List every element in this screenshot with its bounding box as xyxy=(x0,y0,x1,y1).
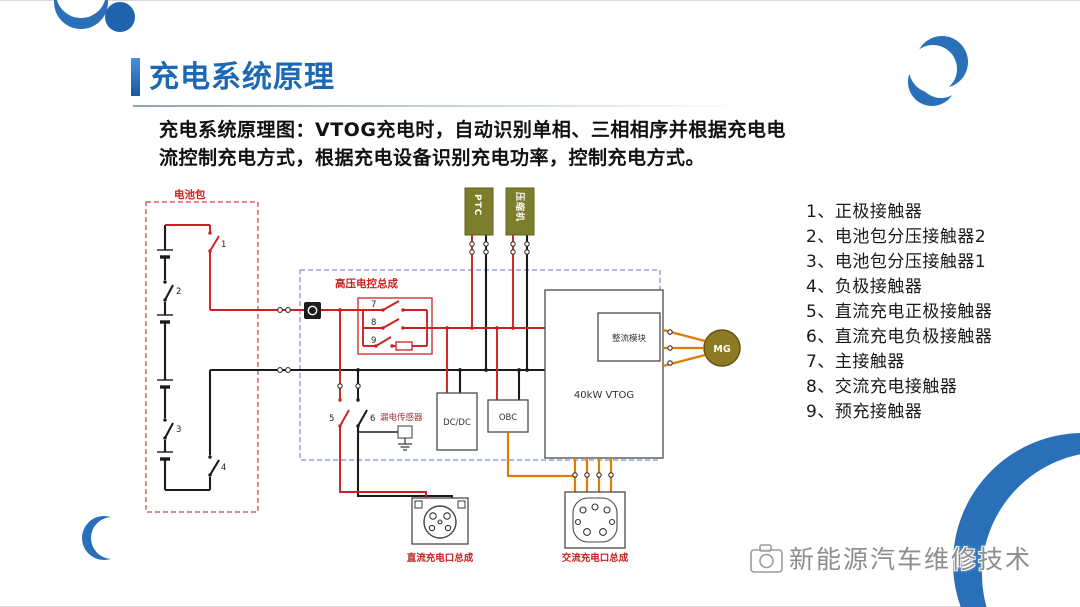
battery-cells xyxy=(157,249,173,461)
top-left-dot xyxy=(105,2,135,32)
compressor-box xyxy=(505,187,535,236)
hv-controller-box xyxy=(299,269,661,461)
motor-label: MG xyxy=(713,344,730,355)
contactor-number-2: 2 xyxy=(176,287,181,297)
contactor-number-7: 7 xyxy=(371,300,376,310)
black-wiring xyxy=(163,225,545,498)
description-line1-rest: VTOG充电时，自动识别单相、三相相序并根据充电电 xyxy=(315,119,786,141)
contactor-box xyxy=(357,297,433,355)
contactor-number-1: 1 xyxy=(221,240,226,250)
watermark: 新能源汽车维修技术 xyxy=(748,540,1032,576)
bottom-left-crescent xyxy=(82,516,133,560)
ac-charge-port-label: 交流充电口总成 xyxy=(562,552,629,564)
legend-item-7: 7、主接触器 xyxy=(806,352,905,372)
dc-charge-port-label: 直流充电口总成 xyxy=(407,552,474,564)
page-title: 充电系统原理 xyxy=(149,60,335,95)
ptc-label: PTC xyxy=(472,194,482,216)
battery-pack-box xyxy=(145,201,259,513)
camera-icon xyxy=(750,544,783,573)
contactor-number-3: 3 xyxy=(176,425,181,435)
legend-item-8: 8、交流充电接触器 xyxy=(806,377,958,397)
legend: 1、正极接触器 2、电池包分压接触器2 3、电池包分压接触器1 4、负极接触器 … xyxy=(806,200,992,425)
top-right-crescents xyxy=(908,36,968,106)
ptc-box xyxy=(464,187,494,236)
contactor-numbers: 1 2 3 4 5 6 7 8 9 xyxy=(176,240,376,473)
obc-box xyxy=(487,399,529,433)
vtog-label: 40kW VTOG xyxy=(574,390,634,401)
bottom-right-crescent xyxy=(953,433,1080,607)
legend-item-4: 4、负极接触器 xyxy=(806,277,923,297)
legend-item-2: 2、电池包分压接触器2 xyxy=(806,227,987,247)
description-prefix: 充电系统原理图： xyxy=(159,119,316,141)
red-wiring xyxy=(165,224,545,498)
hv-controller-label: 高压电控总成 xyxy=(335,277,398,290)
leak-sensor-label: 漏电传感器 xyxy=(380,412,423,423)
legend-item-1: 1、正极接触器 xyxy=(806,202,923,222)
title-accent-bar xyxy=(131,58,140,96)
contactor-number-9: 9 xyxy=(371,336,376,346)
contactor-number-8: 8 xyxy=(371,318,376,328)
battery-pack-label: 电池包 xyxy=(174,188,206,201)
dcdc-box xyxy=(436,392,478,451)
description-line1: 充电系统原理图：VTOG充电时，自动识别单相、三相相序并根据充电电 xyxy=(159,119,786,141)
contactor-number-5: 5 xyxy=(329,414,334,424)
contactor-number-4: 4 xyxy=(221,463,226,473)
top-left-crescent xyxy=(54,0,108,29)
description: 充电系统原理图：VTOG充电时，自动识别单相、三相相序并根据充电电流控制充电方式… xyxy=(159,116,904,172)
current-sensor xyxy=(304,302,321,319)
junction-dots xyxy=(163,231,529,477)
leak-sensor-symbol xyxy=(397,425,413,451)
rectifier-box xyxy=(597,312,661,362)
legend-item-9: 9、预充接触器 xyxy=(806,402,923,422)
motor-circle: MG xyxy=(703,329,741,367)
connector-dots xyxy=(277,241,673,478)
description-line2: 流控制充电方式，根据充电设备识别充电功率，控制充电方式。 xyxy=(159,147,706,169)
legend-item-5: 5、直流充电正极接触器 xyxy=(806,302,993,322)
contactor-number-6: 6 xyxy=(370,414,375,424)
watermark-text: 新能源汽车维修技术 xyxy=(789,545,1033,574)
legend-item-6: 6、直流充电负极接触器 xyxy=(806,327,993,347)
obc-label: OBC xyxy=(499,413,517,423)
dc-charge-port xyxy=(411,497,469,545)
circuit-diagram: 电池包 高压电控总成 xyxy=(145,187,741,564)
legend-item-3: 3、电池包分压接触器1 xyxy=(806,252,987,272)
rectifier-label: 整流模块 xyxy=(612,333,647,344)
dcdc-label: DC/DC xyxy=(443,418,471,428)
ac-charge-port xyxy=(564,491,626,549)
title-divider xyxy=(133,105,745,107)
compressor-label: 压缩机 xyxy=(514,192,526,222)
